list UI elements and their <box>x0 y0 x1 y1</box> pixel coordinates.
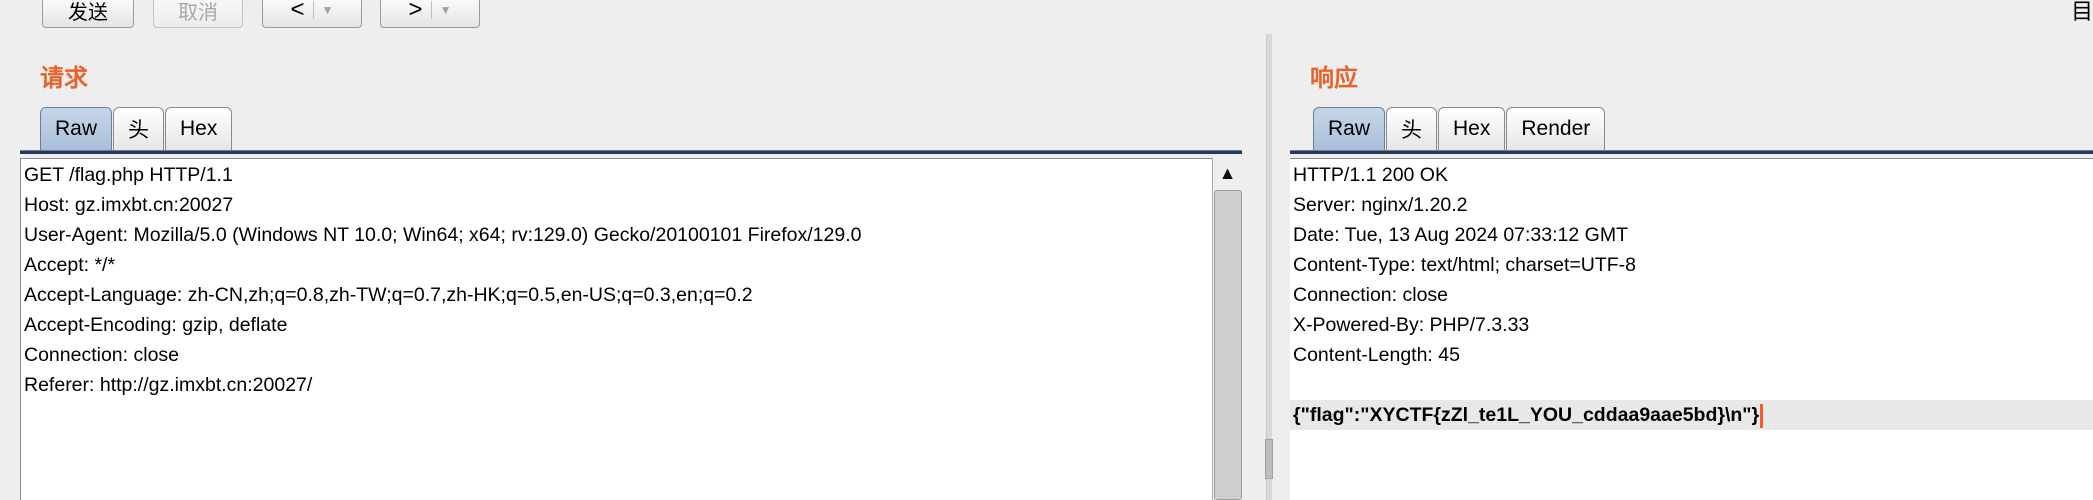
request-line: Accept: */* <box>24 254 116 276</box>
response-tab-raw[interactable]: Raw <box>1313 107 1386 150</box>
tab-divider <box>1290 150 2093 154</box>
response-line: Connection: close <box>1293 284 1449 306</box>
response-tab-headers[interactable]: 头 <box>1386 107 1438 150</box>
response-line <box>1293 370 2093 400</box>
request-line: User-Agent: Mozilla/5.0 (Windows NT 10.0… <box>24 224 862 246</box>
response-body-line: {"flag":"XYCTF{zZl_te1L_YOU_cddaa9aae5bd… <box>1290 400 2093 430</box>
back-button[interactable]: < ▼ <box>262 0 362 28</box>
request-line: Connection: close <box>24 344 180 366</box>
request-tab-raw[interactable]: Raw <box>40 107 113 150</box>
response-editor[interactable]: HTTP/1.1 200 OK Server: nginx/1.20.2 Dat… <box>1290 158 2093 500</box>
splitter-grip-handle[interactable] <box>1265 439 1273 479</box>
back-arrow-icon: < <box>290 0 305 23</box>
request-tab-headers[interactable]: 头 <box>113 107 165 150</box>
scrollbar-thumb[interactable] <box>1214 190 1242 500</box>
cancel-button[interactable]: 取消 <box>153 0 243 28</box>
response-line: HTTP/1.1 200 OK <box>1293 164 1448 186</box>
response-line: Content-Length: 45 <box>1293 344 1460 366</box>
response-body-text: {"flag":"XYCTF{zZl_te1L_YOU_cddaa9aae5bd… <box>1293 404 1760 426</box>
forward-arrow-icon: > <box>408 0 423 23</box>
request-tab-hex[interactable]: Hex <box>165 107 233 150</box>
response-tab-hex[interactable]: Hex <box>1438 107 1506 150</box>
response-line: Server: nginx/1.20.2 <box>1293 194 1468 216</box>
button-separator <box>312 1 314 19</box>
text-cursor <box>1760 403 1764 428</box>
request-title: 请求 <box>40 63 88 92</box>
response-line: Content-Type: text/html; charset=UTF-8 <box>1293 254 1637 276</box>
target-label-fragment: 目 <box>2070 0 2093 24</box>
toolbar: 发送 取消 < ▼ > ▼ 目 <box>0 0 2093 34</box>
request-line: GET /flag.php HTTP/1.1 <box>24 164 233 186</box>
response-line: Date: Tue, 13 Aug 2024 07:33:12 GMT <box>1293 224 1628 246</box>
request-pane: 请求 Raw 头 Hex GET /flag.php HTTP/1.1 Host… <box>0 34 1258 500</box>
button-separator <box>430 1 432 19</box>
tab-divider <box>20 150 1242 154</box>
forward-button[interactable]: > ▼ <box>380 0 480 28</box>
scroll-up-arrow-icon[interactable]: ▲ <box>1218 162 1237 183</box>
splitter-rail <box>1266 34 1272 500</box>
back-dropdown-icon[interactable]: ▼ <box>321 3 334 17</box>
forward-dropdown-icon[interactable]: ▼ <box>439 3 452 17</box>
request-editor[interactable]: GET /flag.php HTTP/1.1 Host: gz.imxbt.cn… <box>20 158 1212 500</box>
response-tab-render[interactable]: Render <box>1506 107 1606 150</box>
pane-splitter[interactable] <box>1258 34 1290 500</box>
request-line: Accept-Encoding: gzip, deflate <box>24 314 288 336</box>
request-line: Referer: http://gz.imxbt.cn:20027/ <box>24 374 313 396</box>
response-line: X-Powered-By: PHP/7.3.33 <box>1293 314 1530 336</box>
response-title: 响应 <box>1310 63 1358 92</box>
response-tabs: Raw 头 Hex Render <box>1313 107 1606 150</box>
request-line: Host: gz.imxbt.cn:20027 <box>24 194 234 216</box>
request-scrollbar[interactable]: ▲ <box>1212 158 1242 500</box>
response-pane: 响应 Raw 头 Hex Render HTTP/1.1 200 OK Serv… <box>1290 34 2093 500</box>
request-tabs: Raw 头 Hex <box>40 107 233 150</box>
send-button[interactable]: 发送 <box>42 0 134 28</box>
request-line: Accept-Language: zh-CN,zh;q=0.8,zh-TW;q=… <box>24 284 753 306</box>
